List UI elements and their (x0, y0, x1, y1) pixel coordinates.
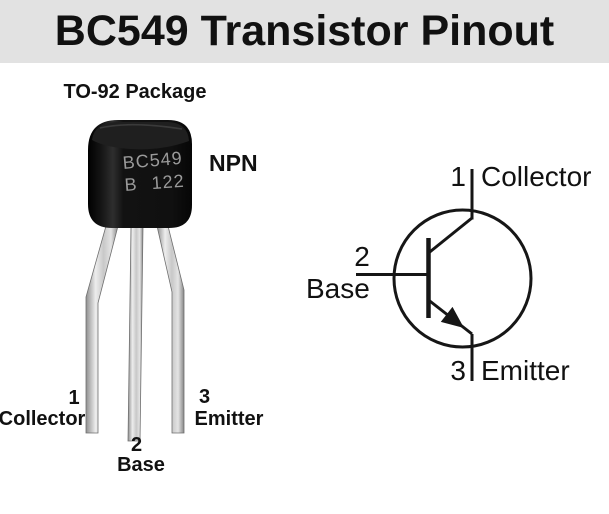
lead-base (127, 225, 144, 442)
schematic-circle (392, 208, 533, 349)
package-top-face (92, 122, 189, 150)
photo-pin3-name: Emitter (194, 408, 264, 430)
package-label: TO-92 Package (63, 81, 207, 103)
lead-collector (85, 225, 119, 434)
schematic-pin3-name: Emitter (481, 355, 570, 386)
chip-marking-line1: BC549 (121, 147, 184, 173)
schematic-pin3-number: 3 (450, 355, 466, 386)
schematic-pin2-number: 2 (354, 241, 370, 272)
schematic-pin2-name: Base (306, 273, 370, 304)
title-bar: BC549 Transistor Pinout (0, 0, 609, 63)
photo-pin1-number: 1 (68, 387, 80, 409)
photo-pin2-number: 2 (130, 434, 143, 456)
package-top-highlight (99, 123, 183, 130)
page-title: BC549 Transistor Pinout (54, 7, 555, 55)
transistor-type-label: NPN (209, 150, 258, 176)
schematic-collector-diagonal (427, 216, 473, 255)
schematic-pin1-name: Collector (481, 161, 592, 192)
schematic-pin1-number: 1 (450, 161, 466, 192)
photo-pin2-name: Base (117, 454, 165, 476)
photo-pin1-name: Collector (0, 408, 86, 430)
schematic-emitter-arrowhead (440, 306, 464, 328)
lead-emitter (156, 225, 185, 434)
chip-marking-line2: B 122 (123, 170, 186, 195)
photo-pin3-number: 3 (198, 386, 211, 408)
